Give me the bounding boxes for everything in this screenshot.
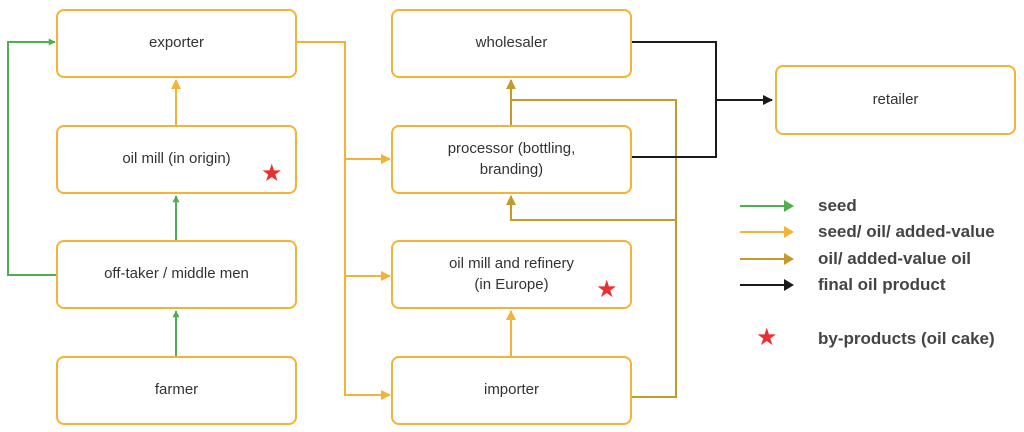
node-processor: processor (bottling, branding) (391, 125, 632, 194)
arrow-offtaker-to-exporter (7, 38, 56, 276)
legend-label: seed/ oil/ added-value (818, 222, 995, 241)
node-label: processor (bottling, branding) (447, 140, 576, 178)
node-oil-mill-refinery: oil mill and refinery (in Europe) (391, 240, 632, 309)
arrow-wholesaler-to-retailer (632, 41, 773, 105)
node-label: oil mill (in origin) (122, 150, 231, 168)
legend-arrowhead (784, 226, 794, 238)
node-label: farmer (154, 381, 199, 399)
seed-oil-arrows (171, 41, 516, 400)
node-off-taker: off-taker / middle men (56, 240, 297, 309)
node-label: importer (483, 381, 539, 399)
star-icon: ★ (756, 324, 778, 351)
node-wholesaler: wholesaler (391, 9, 632, 78)
legend-label: final oil product (818, 275, 946, 294)
legend-arrowhead (784, 279, 794, 291)
node-label: off-taker / middle men (104, 265, 249, 283)
node-farmer: farmer (56, 356, 297, 425)
legend-label: by-products (oil cake) (818, 329, 995, 348)
star-icon: ★ (596, 276, 618, 303)
arrow-processor-to-retailer (632, 100, 717, 158)
node-retailer: retailer (775, 65, 1016, 135)
node-oil-mill-origin: oil mill (in origin) (56, 125, 297, 194)
star-icon: ★ (261, 160, 283, 187)
legend-label: seed (818, 196, 857, 215)
final-product-arrows (632, 41, 773, 158)
node-label: exporter (148, 34, 205, 52)
arrow-refinery-to-processor (506, 195, 676, 221)
node-label: wholesaler (475, 34, 548, 52)
arrow-exporter-trunk (297, 41, 391, 400)
legend-line (740, 205, 786, 207)
legend-line (740, 258, 786, 260)
seed-arrows (7, 38, 180, 356)
node-importer: importer (391, 356, 632, 425)
legend-arrowhead (784, 200, 794, 212)
oil-arrows (506, 79, 677, 398)
legend-line (740, 231, 786, 233)
legend-arrowhead (784, 253, 794, 265)
arrow-importer-trunk (511, 99, 677, 398)
legend-label: oil/ added-value oil (818, 249, 972, 268)
legend-line (740, 284, 786, 286)
node-label: oil mill and refinery (in Europe) (448, 255, 575, 293)
node-exporter: exporter (56, 9, 297, 78)
node-label: retailer (872, 90, 919, 108)
